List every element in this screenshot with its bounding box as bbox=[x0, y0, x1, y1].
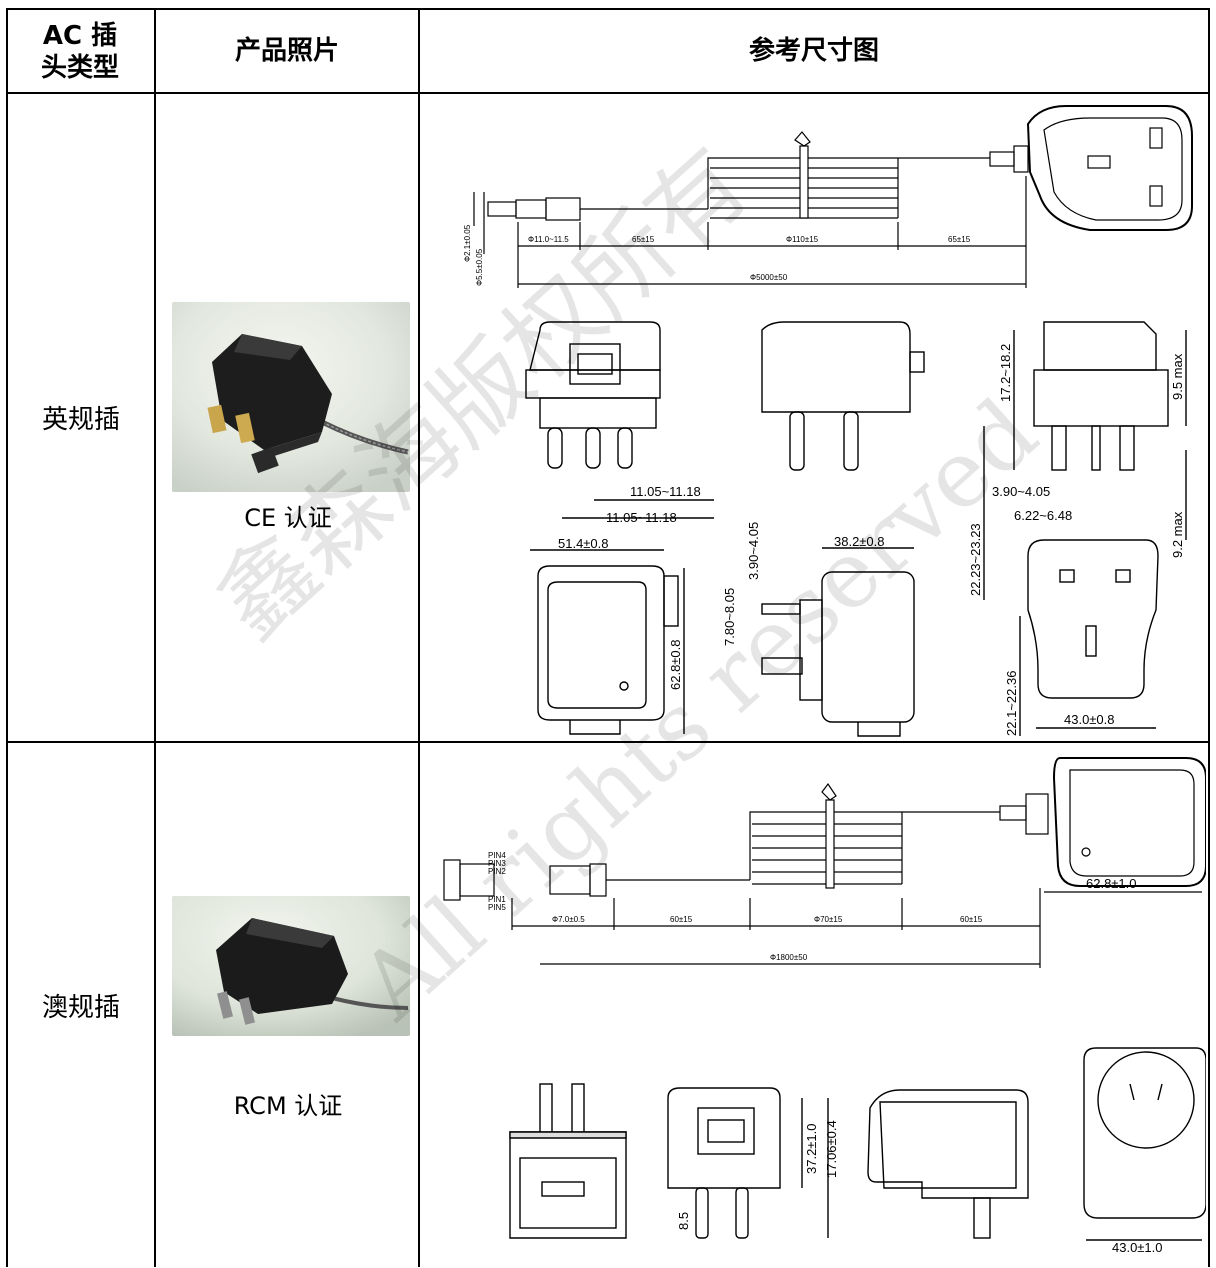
uk-dim-c4: 65±15 bbox=[948, 235, 971, 244]
au-dim-v1: 62.8±1.0 bbox=[1086, 876, 1137, 891]
uk-dim-v12: 22.23~23.23 bbox=[968, 523, 983, 596]
au-dim-c1: Ф7.0±0.5 bbox=[552, 915, 585, 924]
uk-dim-v7: 38.2±0.8 bbox=[834, 534, 885, 549]
au-certification: RCM 认证 bbox=[233, 1092, 343, 1120]
uk-dim-c3: Ф110±15 bbox=[786, 235, 819, 244]
au-cable-drawing: PIN4 PIN3 PIN2 PIN1 PIN5 Ф7.0±0.5 60±15 … bbox=[440, 748, 1207, 978]
au-dim-c4: 60±15 bbox=[960, 915, 983, 924]
uk-dim-v10: 3.90~4.05 bbox=[992, 484, 1050, 499]
plug-type-au: 澳规插 bbox=[41, 992, 120, 1023]
header-reference-dimensions: 参考尺寸图 bbox=[748, 35, 879, 66]
au-dim-c3: Ф70±15 bbox=[814, 915, 843, 924]
au-dim-c2: 60±15 bbox=[670, 915, 693, 924]
au-pin2: PIN2 bbox=[488, 867, 506, 876]
uk-dim-c6: Ф2.1±0.05 bbox=[463, 224, 472, 262]
uk-dim-v9: 9.5 max bbox=[1170, 353, 1185, 400]
au-pin1: PIN1 bbox=[488, 895, 506, 904]
au-dim-v3: 17.06±0.4 bbox=[824, 1120, 839, 1178]
au-dim-c5: Ф1800±50 bbox=[770, 953, 808, 962]
uk-dim-v6: 3.90~4.05 bbox=[746, 522, 761, 580]
column-divider-1 bbox=[154, 8, 156, 1267]
header-bottom-rule bbox=[6, 92, 1210, 94]
au-adapter-photo bbox=[172, 896, 410, 1036]
au-views-drawing: 37.2±1.0 17.06±0.4 8.5 43.0±1.0 bbox=[440, 1028, 1207, 1264]
uk-dim-v1: 11.05~11.18 bbox=[630, 484, 701, 499]
column-divider-2 bbox=[418, 8, 420, 1267]
table-border-right bbox=[1208, 8, 1210, 1267]
au-pin3: PIN3 bbox=[488, 859, 506, 868]
uk-dim-c1: Ф11.0~11.5 bbox=[528, 235, 569, 244]
uk-dim-c5: Ф5000±50 bbox=[750, 273, 788, 282]
uk-adapter-photo bbox=[172, 302, 410, 492]
uk-views-drawing: 11.05~11.18 11.05~11.18 51.4±0.8 62.8±0.… bbox=[440, 300, 1206, 740]
uk-dim-v3: 51.4±0.8 bbox=[558, 536, 609, 551]
uk-dim-v11: 6.22~6.48 bbox=[1014, 508, 1072, 523]
uk-dim-v13: 9.2 max bbox=[1170, 511, 1185, 558]
header-product-photo: 产品照片 bbox=[234, 35, 339, 66]
row-divider bbox=[6, 741, 1210, 743]
table-border-top bbox=[6, 8, 1210, 10]
uk-dim-v15: 43.0±0.8 bbox=[1064, 712, 1115, 727]
uk-certification: CE 认证 bbox=[244, 504, 332, 532]
uk-dim-v8: 17.2~18.2 bbox=[998, 344, 1013, 402]
au-dim-v2: 37.2±1.0 bbox=[804, 1123, 819, 1174]
uk-cable-drawing: Ф11.0~11.5 65±15 Ф110±15 65±15 Ф5000±50 … bbox=[440, 96, 1206, 296]
uk-dim-v2: 11.05~11.18 bbox=[606, 510, 677, 525]
uk-dim-v4: 62.8±0.8 bbox=[668, 639, 683, 690]
uk-dim-v14: 22.1~22.36 bbox=[1004, 671, 1019, 736]
uk-dim-c7: Ф5.5±0.05 bbox=[475, 248, 484, 286]
au-dim-v4: 8.5 bbox=[676, 1212, 691, 1230]
uk-dim-v5: 7.80~8.05 bbox=[722, 588, 737, 646]
uk-dim-c2: 65±15 bbox=[632, 235, 655, 244]
au-pin5: PIN5 bbox=[488, 903, 506, 912]
au-pin4: PIN4 bbox=[488, 851, 506, 860]
header-plug-type: AC 插头类型 bbox=[40, 20, 119, 84]
au-dim-v5: 43.0±1.0 bbox=[1112, 1240, 1163, 1255]
table-border-left bbox=[6, 8, 8, 1267]
plug-type-uk: 英规插 bbox=[41, 405, 120, 435]
